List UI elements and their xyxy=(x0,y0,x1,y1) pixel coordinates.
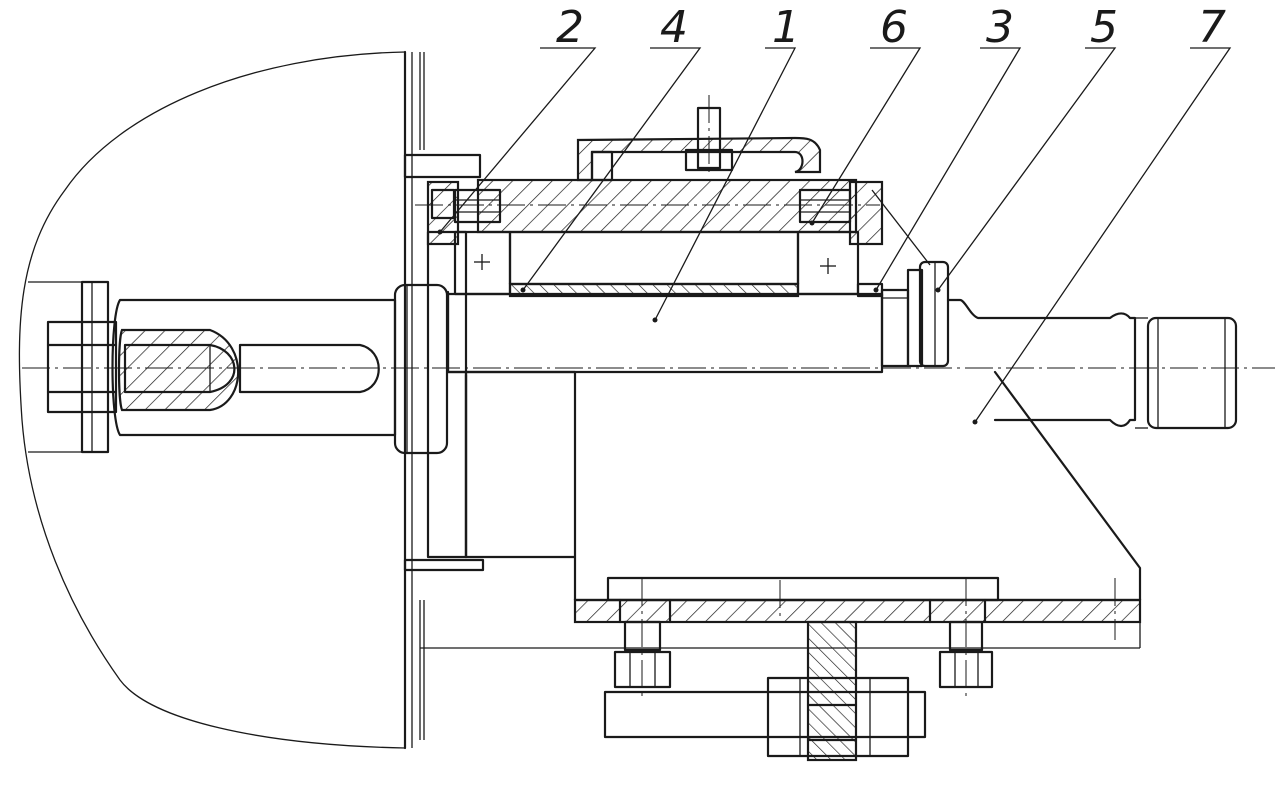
callout-3: 3 xyxy=(986,2,1014,53)
left-bolt-head xyxy=(46,280,118,454)
callout-2: 2 xyxy=(556,2,584,53)
callout-4: 4 xyxy=(660,2,688,53)
spindle-shaft-left xyxy=(111,298,397,437)
callout-leaders xyxy=(437,47,1232,425)
callout-1: 1 xyxy=(772,2,800,53)
callout-labels: 2 4 1 6 3 5 7 xyxy=(556,2,1226,53)
lower-fasteners xyxy=(603,620,994,762)
spindle-right-end xyxy=(946,298,1238,430)
callout-7: 7 xyxy=(1198,2,1226,53)
spindle-center xyxy=(446,282,884,374)
lock-nuts xyxy=(871,189,950,368)
center-lines xyxy=(22,95,1275,700)
callout-6: 6 xyxy=(880,2,908,53)
callout-5: 5 xyxy=(1090,2,1118,53)
spacer-sleeve xyxy=(508,230,800,298)
shaft-collar xyxy=(393,283,449,455)
bearing-housing xyxy=(426,178,884,246)
top-cover xyxy=(576,106,822,182)
